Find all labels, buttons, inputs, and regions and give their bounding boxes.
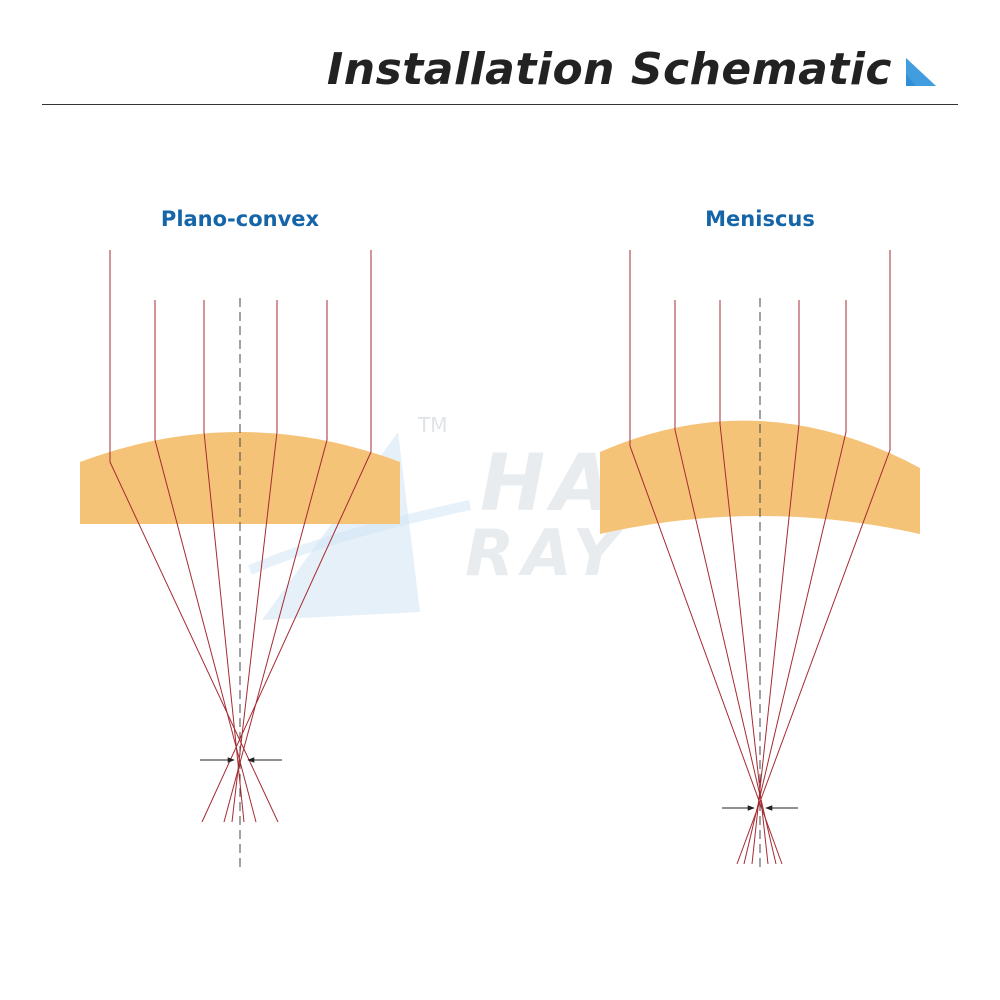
watermark-tm-text: TM	[417, 413, 447, 437]
meniscus-ray-6	[736, 250, 891, 865]
meniscus-label: Meniscus	[705, 207, 815, 231]
plano-convex-ray-1	[109, 250, 279, 823]
plano-convex-lens	[80, 432, 400, 524]
meniscus-ray-5	[743, 300, 847, 865]
triangle-corner-shape	[906, 58, 936, 86]
watermark-ray-text: RAY	[465, 517, 627, 591]
meniscus-ray-3	[719, 300, 769, 865]
meniscus-lens	[600, 420, 920, 534]
plano-convex-label: Plano-convex	[160, 207, 320, 231]
plano-convex-ray-3	[203, 300, 245, 823]
watermark-logo-swoosh	[248, 500, 472, 575]
triangle-corner-icon	[906, 58, 936, 86]
plano-convex-ray-2	[154, 300, 257, 823]
meniscus-ray-4	[751, 300, 800, 865]
plano-convex-rays	[109, 250, 372, 823]
meniscus-diagram	[600, 250, 920, 872]
page-title: Installation Schematic	[326, 44, 892, 95]
plano-convex-diagram	[80, 250, 400, 872]
header-divider	[42, 104, 958, 105]
meniscus-ray-1	[629, 250, 783, 865]
triangle-corner-shine	[906, 58, 936, 86]
plano-convex-ray-5	[223, 300, 328, 823]
plano-convex-ray-6	[201, 250, 372, 823]
meniscus-ray-2	[674, 300, 777, 865]
meniscus-rays	[629, 250, 891, 865]
plano-convex-ray-4	[231, 300, 278, 823]
